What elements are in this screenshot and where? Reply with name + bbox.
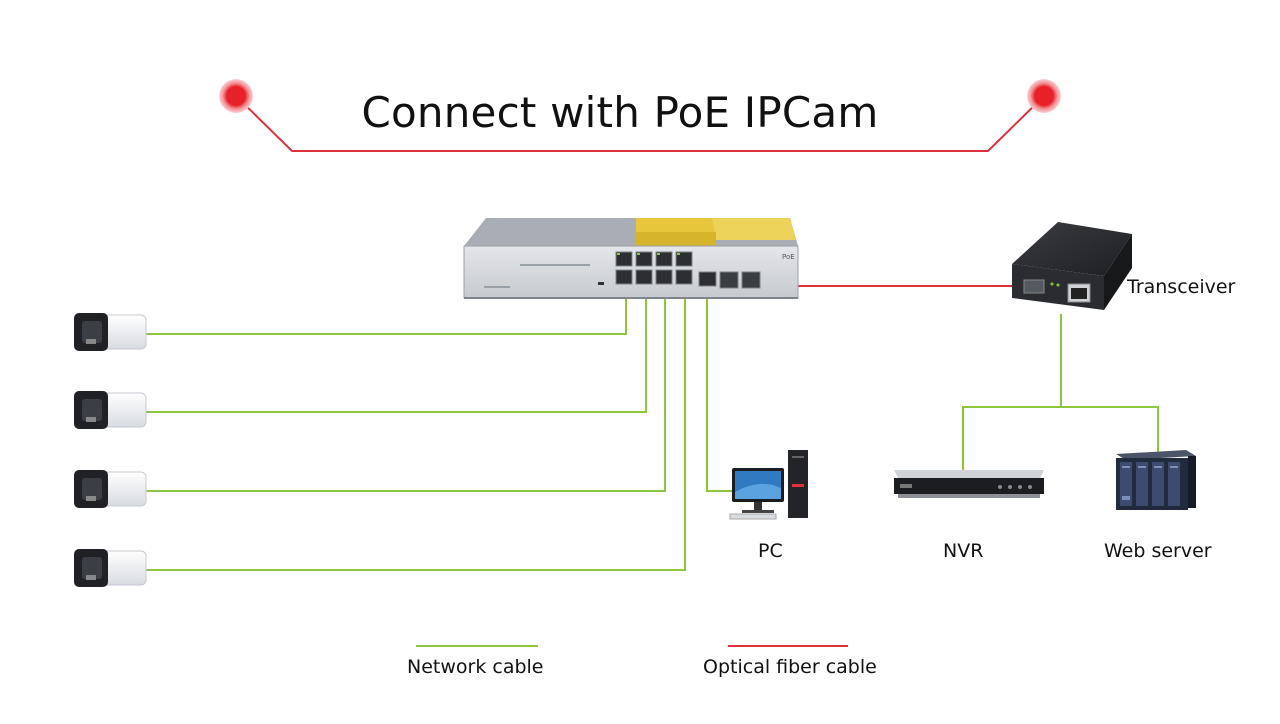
camera-icon [74,313,147,351]
fiber-cables [728,285,1024,647]
title-dot-right [1027,79,1061,113]
nvr-icon [894,470,1044,498]
nvr-label: NVR [943,540,984,562]
title-dot-left [219,79,253,113]
transceiver-label: Transceiver [1127,276,1236,298]
legend-network-label: Network cable [407,656,544,678]
switch-badge: PoE [782,253,795,261]
cable-cam-3 [145,286,666,492]
cable-cam-2 [145,286,647,413]
cable-nvr-server [962,406,1159,470]
page-title: Connect with PoE IPCam [361,88,879,137]
title-bracket-line [235,95,1045,152]
web-server-label: Web server [1104,540,1212,562]
legend-fiber-label: Optical fiber cable [703,656,877,678]
cable-pc [706,286,732,492]
camera-icon [74,391,147,429]
transceiver-icon [1012,222,1132,310]
pc-icon [729,450,808,520]
cable-cam-4 [145,286,686,571]
camera-icon [74,549,147,587]
network-cables [145,286,1159,647]
title-decoration [219,79,1061,152]
pc-label: PC [758,540,783,562]
camera-icon [74,470,147,508]
switch-icon: PoE [463,218,799,299]
server-icon [1116,450,1196,510]
cable-cam-1 [145,286,627,335]
